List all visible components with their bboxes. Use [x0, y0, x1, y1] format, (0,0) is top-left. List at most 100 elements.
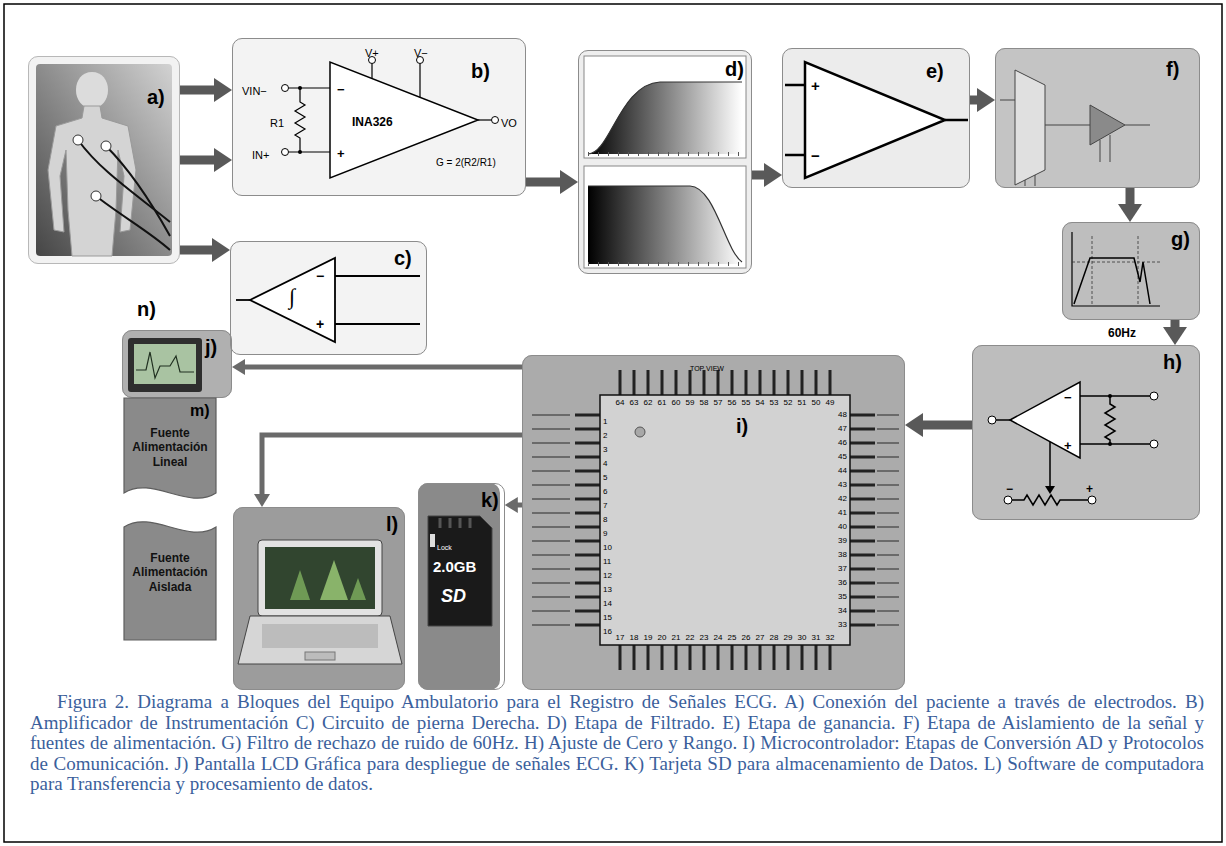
offset-adjust-symbol [1108, 442, 1112, 446]
arrow-head [560, 170, 578, 194]
pin-number: 21 [668, 633, 684, 643]
pin-number: 42 [830, 494, 847, 504]
offset-adjust-symbol [1150, 392, 1158, 400]
frequency-label: 60Hz [1108, 326, 1136, 340]
label-slot: 5 [603, 466, 607, 484]
supply-name: Fuente Alimentación Lineal [124, 426, 216, 469]
pin-number: 30 [794, 633, 810, 643]
pin-number: 41 [830, 508, 847, 518]
text-slot: Fuente Alimentación Lineal [124, 426, 216, 469]
label-slot: Lock [437, 536, 452, 554]
instrumentation-amplifier-symbol [232, 38, 526, 196]
instrumentation-amplifier-symbol [478, 119, 492, 120]
isolation-amplifier-symbol [1035, 175, 1036, 186]
label-slot: VO [501, 113, 517, 131]
supply-name: Fuente Alimentación Aislada [124, 551, 216, 594]
lcd-panel: n)j) [122, 330, 232, 398]
card-capacity: 2.0GB [433, 558, 476, 576]
arrow-head [214, 148, 232, 172]
label-slot: 64 [612, 398, 628, 408]
pin-number: 23 [696, 633, 712, 643]
filter-response-plots [588, 152, 742, 156]
pin-number: 45 [830, 452, 847, 462]
label-slot: 46 [830, 438, 847, 448]
pin-number: 62 [640, 398, 656, 408]
arrow-shaft [526, 178, 562, 187]
polarity-sign: + [1064, 438, 1072, 454]
text-slot: g) [1171, 229, 1190, 250]
offset-adjust-symbol [988, 416, 996, 424]
notch-filter-plot [1062, 222, 1200, 320]
offset-adjust-symbol [1105, 396, 1115, 444]
pin-name: VIN− [242, 85, 267, 98]
polarity-sign: − [1064, 390, 1072, 406]
gain-amplifier-symbol [785, 84, 805, 87]
label-slot: 9 [603, 522, 607, 540]
microcontroller-chip [600, 395, 850, 645]
panel-letter: j) [205, 337, 217, 357]
label-slot: 63 [626, 398, 642, 408]
text-slot: h) [1163, 352, 1182, 373]
label-slot: 40 [830, 522, 847, 532]
arrow-head [254, 494, 270, 507]
pin-number: 7 [603, 501, 607, 511]
isolation-amplifier-symbol [1110, 135, 1111, 162]
instrumentation-amplifier-symbol [492, 117, 499, 124]
component-label: R1 [270, 117, 284, 130]
pin-number: 48 [830, 410, 847, 420]
laptop-picture [290, 570, 310, 600]
label-slot: 60 [668, 398, 684, 408]
pin-number: 39 [830, 536, 847, 546]
filter-response-plots [588, 82, 742, 154]
pin-number: 59 [682, 398, 698, 408]
label-slot: 7 [603, 494, 607, 512]
label-slot: 51 [794, 398, 810, 408]
notch-filter-panel: g) [1062, 222, 1200, 320]
label-slot: 4 [603, 452, 607, 470]
label-slot: + [1064, 436, 1072, 454]
patient-photo [73, 135, 83, 145]
label-slot: V+ [365, 43, 379, 61]
pin-number: 20 [654, 633, 670, 643]
isolation-amplifier-symbol [1000, 100, 1015, 101]
label-slot: 35 [830, 592, 847, 602]
card-lock-label: Lock [437, 544, 452, 552]
instrumentation-amplifier-symbol [282, 149, 289, 156]
pin-number: 49 [822, 398, 838, 408]
pin-number: 55 [738, 398, 754, 408]
label-slot: INA326 [352, 112, 393, 130]
label-slot: SD [441, 586, 466, 608]
label-slot: 23 [696, 633, 712, 643]
label-slot: 44 [830, 466, 847, 476]
pin-number: 10 [603, 543, 612, 553]
pin-number: 25 [724, 633, 740, 643]
isolation-amplifier-symbol [1090, 105, 1125, 145]
patient-photo [96, 196, 170, 250]
notch-filter-plot [1092, 236, 1093, 306]
label-slot: 41 [830, 508, 847, 518]
gain-amplifier-symbol [782, 48, 970, 188]
isolation-amplifier-symbol [1100, 140, 1101, 162]
label-slot: + [1086, 479, 1093, 497]
pin-name: IN+ [252, 149, 269, 162]
offset-adjust-symbol [1080, 443, 1150, 445]
text-slot: d) [725, 59, 744, 80]
text-slot: l) [386, 514, 398, 535]
text-slot: e) [926, 61, 944, 82]
pin-number: 47 [830, 424, 847, 434]
offset-adjust-symbol [1049, 442, 1051, 487]
panel-letter: g) [1171, 229, 1190, 249]
figure-frame [4, 4, 1222, 842]
pin-number: 28 [766, 633, 782, 643]
label-slot: 33 [830, 620, 847, 630]
signal-arrow [970, 88, 995, 112]
label-slot: 24 [710, 633, 726, 643]
label-slot: 34 [830, 606, 847, 616]
offset-adjust-symbol [1150, 440, 1158, 448]
signal-arrow [752, 163, 782, 187]
label-slot: 60Hz [1108, 323, 1136, 341]
pin-number: 33 [830, 620, 847, 630]
sd-card [428, 516, 492, 626]
pin-number: 6 [603, 487, 607, 497]
pin-number: 53 [766, 398, 782, 408]
